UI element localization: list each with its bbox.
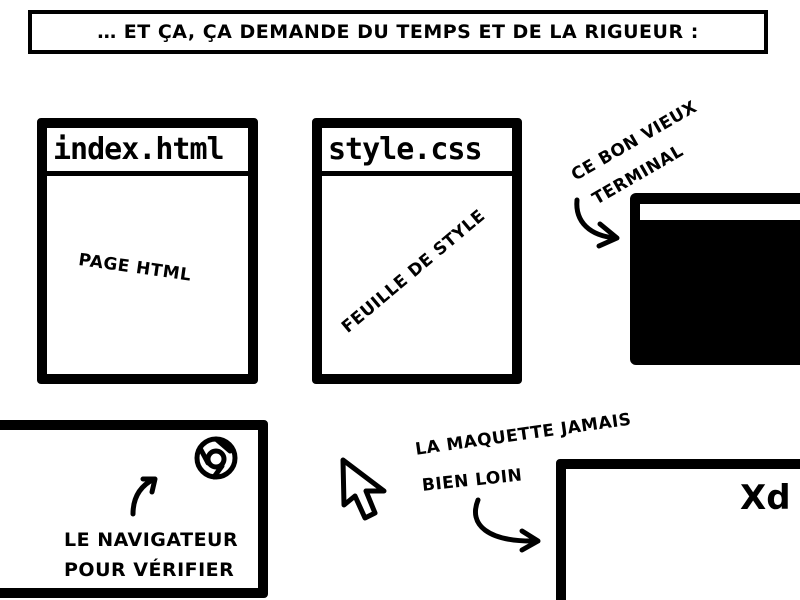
- html-file-window: index.html: [37, 118, 258, 384]
- css-file-window: style.css: [312, 118, 522, 384]
- terminal-title-bar: [640, 204, 800, 220]
- xd-app-label: Xd: [740, 478, 791, 518]
- caption-text: … ET ÇA, ÇA DEMANDE DU TEMPS ET DE LA RI…: [97, 21, 699, 43]
- caption-box: … ET ÇA, ÇA DEMANDE DU TEMPS ET DE LA RI…: [28, 10, 768, 54]
- browser-label-line1: LE NAVIGATEUR: [64, 529, 239, 551]
- terminal-arrow: [574, 197, 620, 249]
- browser-arrow: [130, 476, 158, 517]
- css-file-tab: style.css: [322, 128, 512, 176]
- mouse-pointer-icon: [340, 457, 387, 521]
- browser-label-line2: POUR VÉRIFIER: [64, 559, 235, 581]
- mockup-arrow: [473, 497, 541, 553]
- html-file-tab: index.html: [47, 128, 248, 176]
- mockup-window: [556, 459, 800, 600]
- chrome-icon: [194, 436, 238, 480]
- terminal-window: [630, 193, 800, 365]
